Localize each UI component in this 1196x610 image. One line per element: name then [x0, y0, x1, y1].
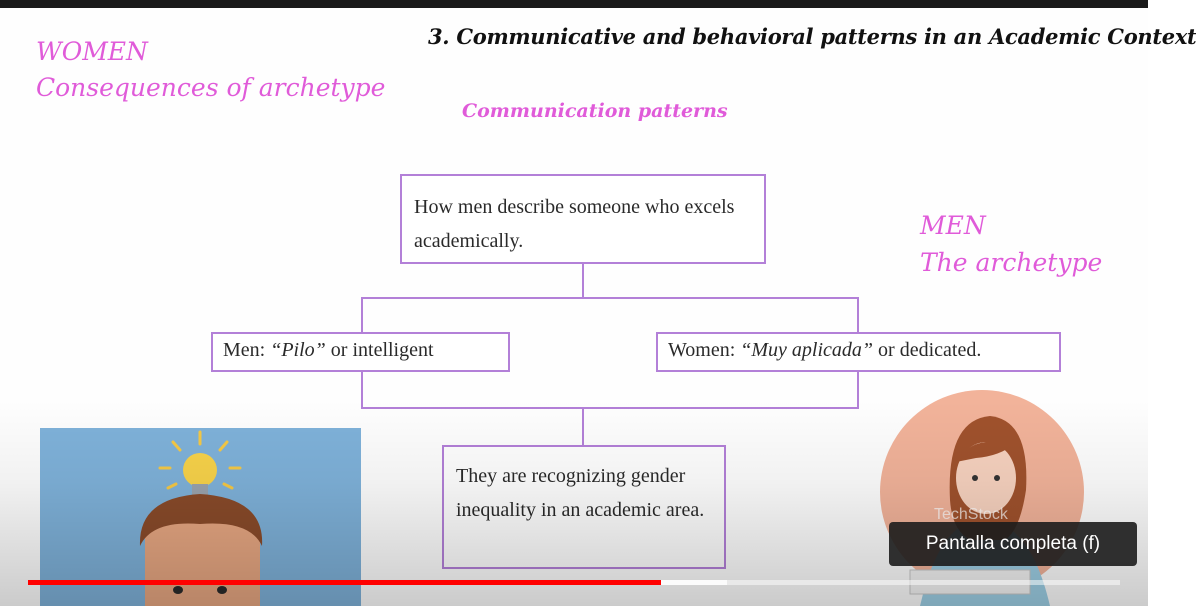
- top-border: [0, 0, 1148, 8]
- slide-title: 3. Communicative and behavioral patterns…: [428, 24, 1196, 49]
- woman-studying-icon: [880, 390, 1084, 606]
- women-heading-line2: Consequences of archetype: [36, 73, 386, 102]
- men-label: Men:: [223, 339, 271, 361]
- illustration-tired-woman: TechStock: [880, 380, 1085, 606]
- connector-top-vertical: [582, 264, 584, 299]
- men-term: “Pilo”: [270, 339, 326, 361]
- diagram-box-men: Men: “Pilo” or intelligent: [211, 332, 510, 372]
- illustration-man-lightbulb: [40, 428, 361, 606]
- men-heading: MEN The archetype: [920, 207, 1102, 281]
- image-watermark: TechStock: [934, 506, 1008, 523]
- diagram-box-women: Women: “Muy aplicada” or dedicated.: [656, 332, 1061, 372]
- diagram-box-bottom: They are recognizing gender inequality i…: [442, 445, 726, 569]
- diagram-box-top: How men describe someone who excels acad…: [400, 174, 766, 264]
- connector-bottom-vertical: [582, 407, 584, 445]
- slide-subtitle: Communication patterns: [462, 100, 728, 122]
- women-heading: WOMEN Consequences of archetype: [36, 34, 385, 106]
- connector-upper-horizontal: [361, 297, 859, 299]
- men-heading-line2: The archetype: [920, 248, 1103, 277]
- women-heading-line1: WOMEN: [36, 37, 148, 66]
- connector-lower-horizontal: [361, 407, 859, 409]
- men-heading-line1: MEN: [920, 211, 986, 240]
- fullscreen-tooltip: Pantalla completa (f): [889, 522, 1137, 566]
- women-term: “Muy aplicada”: [740, 339, 874, 361]
- men-meaning: or intelligent: [325, 339, 434, 361]
- women-meaning: or dedicated.: [873, 339, 982, 361]
- progress-bar[interactable]: [28, 580, 1120, 585]
- lightbulb-man-icon: [40, 428, 361, 606]
- progress-played: [28, 580, 662, 585]
- women-label: Women:: [668, 339, 741, 361]
